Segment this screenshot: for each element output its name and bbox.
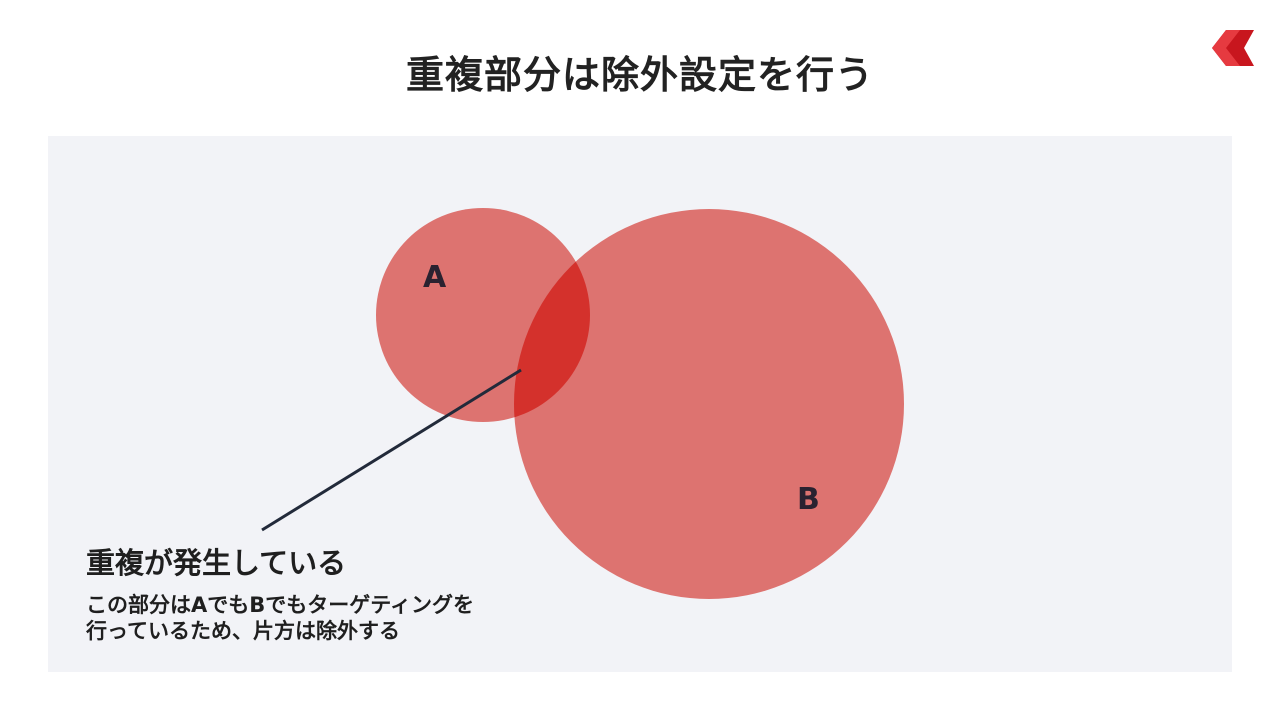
callout-body-line: 行っているため、片方は除外する	[86, 619, 400, 643]
callout-pointer-line	[261, 368, 522, 532]
callout-heading: 重複が発生している	[86, 546, 347, 580]
set-b-circle	[514, 209, 904, 599]
set-b-label: B	[797, 482, 820, 517]
set-a-label: A	[423, 260, 447, 295]
callout-body: この部分はAでもBでもターゲティングを 行っているため、片方は除外する	[86, 592, 474, 644]
brand-logo-icon	[1212, 30, 1254, 66]
slide-title: 重複部分は除外設定を行う	[405, 53, 874, 97]
callout-body-line: この部分はAでもBでもターゲティングを	[86, 593, 474, 617]
